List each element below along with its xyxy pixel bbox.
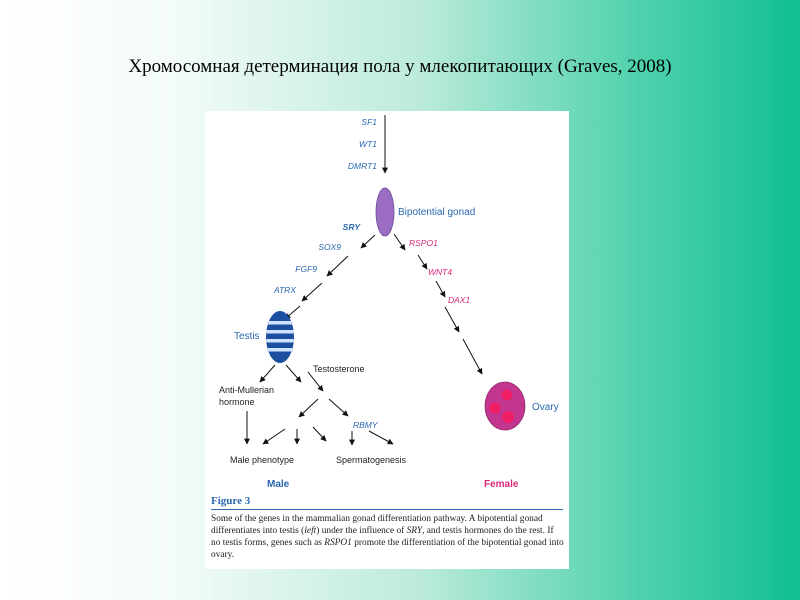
amh-label-line2: hormone [219, 397, 255, 407]
arrow-to-phenotype-branch [298, 398, 319, 418]
gene-sry: SRY [343, 222, 362, 232]
arrow-to-rbmy [328, 398, 349, 417]
testis-shape [266, 311, 294, 363]
gene-sf1: SF1 [361, 117, 377, 127]
arrow-testis-testosterone [285, 364, 302, 383]
male-phenotype-label: Male phenotype [230, 455, 294, 465]
figure-caption: Some of the genes in the mammalian gonad… [211, 514, 564, 560]
arrow-testis-amh [259, 364, 276, 383]
amh-label-line1: Anti-Mullerian [219, 385, 274, 395]
gene-wnt4: WNT4 [428, 267, 452, 277]
arrow-sox9-fgf9 [326, 255, 349, 277]
figure-panel: SF1 WT1 DMRT1 Bipotential gonad SRY SOX9… [205, 111, 569, 569]
gene-rspo1: RSPO1 [409, 238, 438, 248]
figure-label: Figure 3 [211, 495, 251, 507]
male-label: Male [267, 479, 290, 490]
slide-title: Хромосомная детерминация пола у млекопит… [128, 56, 672, 77]
arrow-rbmy-d [368, 430, 394, 445]
arrow-rspo1-wnt4 [417, 254, 428, 270]
arrow-sry-sox9 [360, 234, 376, 249]
gene-rbmy: RBMY [353, 420, 379, 430]
gene-dax1: DAX1 [448, 295, 470, 305]
arrow-dax1-mid [444, 306, 460, 333]
testosterone-label: Testosterone [313, 364, 365, 374]
arrow-fgf9-atrx [301, 282, 323, 302]
gene-wt1: WT1 [359, 139, 377, 149]
female-label: Female [484, 479, 519, 490]
bipotential-gonad-label: Bipotential gonad [398, 207, 475, 218]
arrow-gonad-rspo1 [393, 233, 406, 251]
ovary-label: Ovary [532, 402, 559, 413]
arrow-c [312, 426, 327, 442]
arrow-testosterone-down [307, 371, 324, 392]
spermatogenesis-label: Spermatogenesis [336, 455, 407, 465]
gene-dmrt1: DMRT1 [348, 161, 377, 171]
gene-sox9: SOX9 [318, 242, 341, 252]
pathway-diagram: SF1 WT1 DMRT1 Bipotential gonad SRY SOX9… [219, 115, 559, 490]
bipotential-gonad-shape [375, 187, 395, 237]
gene-atrx: ATRX [273, 285, 296, 295]
caption-divider [211, 509, 563, 510]
arrow-a [262, 428, 286, 445]
arrow-to-ovary [462, 338, 483, 375]
ovary-shape [484, 381, 526, 431]
testis-label: Testis [234, 331, 260, 342]
arrow-wnt4-dax1 [435, 280, 446, 298]
gene-fgf9: FGF9 [295, 264, 317, 274]
